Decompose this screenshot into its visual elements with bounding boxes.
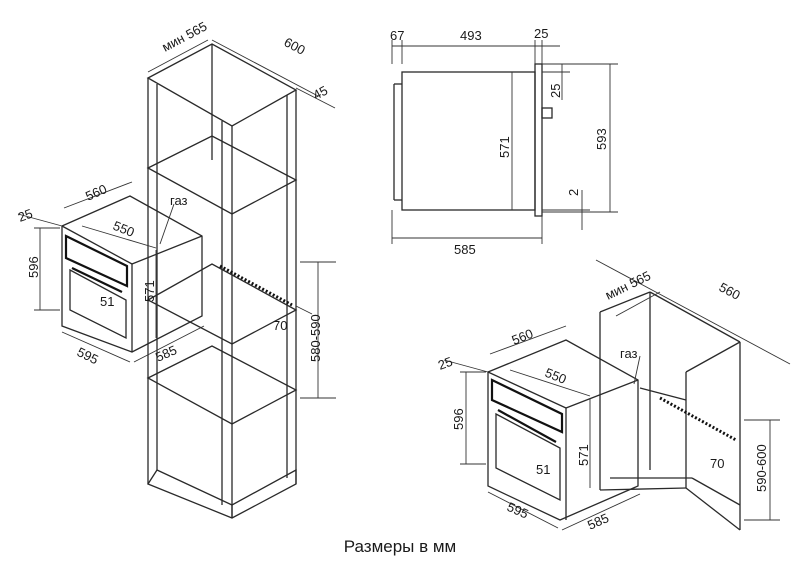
niche-floor: [146, 263, 298, 345]
upper-shelf: [146, 135, 298, 215]
caption: Размеры в мм: [343, 537, 457, 556]
oven-right-handle-label: 51: [536, 462, 550, 477]
oven-left-handle: [71, 267, 123, 293]
oven-right-width-label: 595: [505, 499, 531, 522]
base-cabinet: [595, 259, 791, 531]
side-bottom-offset-label: 2: [566, 189, 581, 196]
base-width-label: 560: [717, 279, 743, 302]
side-total-depth-label: 585: [454, 242, 476, 257]
cabinet-back-gap-label: 45: [310, 83, 330, 103]
base-niche-depth-label: 70: [710, 456, 724, 471]
oven-left-body: [61, 195, 203, 353]
oven-right-depth-label: 560: [510, 326, 536, 348]
oven-right-body-depth-label: 585: [585, 510, 611, 533]
lower-shelf: [146, 345, 298, 425]
oven-right-body-height-label: 571: [576, 444, 591, 466]
oven-right-inner-width-label: 550: [543, 365, 569, 387]
oven-left-door-window: [64, 234, 129, 288]
oven-left-front-offset-label: 25: [16, 206, 35, 225]
oven-side-view: [391, 40, 618, 244]
oven-right-front-offset-label: 25: [436, 354, 455, 373]
oven-right-height-label: 596: [451, 408, 466, 430]
tall-cabinet: [146, 43, 298, 519]
oven-right-door-window: [490, 378, 564, 434]
oven-right: [443, 325, 641, 531]
oven-left-body-height-label: 571: [142, 280, 157, 302]
oven-left-height-label: 596: [26, 256, 41, 278]
cabinet-dimensions: [147, 39, 336, 399]
side-front-panel: [534, 63, 543, 217]
oven-right-gas-label: газ: [620, 346, 638, 361]
oven-left-door: [69, 268, 127, 340]
oven-right-body: [487, 339, 639, 521]
side-body-depth-label: 493: [460, 28, 482, 43]
cabinet-width-label: 600: [282, 34, 308, 57]
side-knob: [541, 107, 553, 119]
side-total-height-label: 593: [594, 128, 609, 150]
oven-left-gas-label: газ: [170, 193, 188, 208]
side-front-depth-label: 67: [390, 28, 404, 43]
side-top-offset-label: 25: [548, 84, 563, 98]
cabinet-niche-depth-label: 70: [273, 318, 287, 333]
cabinet-top: [146, 43, 298, 127]
base-vent-grate: [659, 396, 737, 442]
oven-right-door: [495, 412, 561, 502]
cabinet-niche-height-label: 580-590: [308, 314, 323, 362]
oven-left-inner-width-label: 550: [111, 218, 137, 240]
side-body-height-label: 571: [497, 136, 512, 158]
base-niche-height-label: 590-600: [754, 444, 769, 492]
vent-grate: [219, 264, 293, 307]
oven-left-handle-label: 51: [100, 294, 114, 309]
oven-left: [17, 181, 205, 363]
oven-right-handle: [497, 409, 557, 443]
oven-left-depth-label: 560: [83, 181, 109, 204]
side-panel-label: 25: [534, 26, 548, 41]
base-min-depth-label: мин 565: [603, 268, 653, 303]
side-body: [401, 71, 536, 211]
